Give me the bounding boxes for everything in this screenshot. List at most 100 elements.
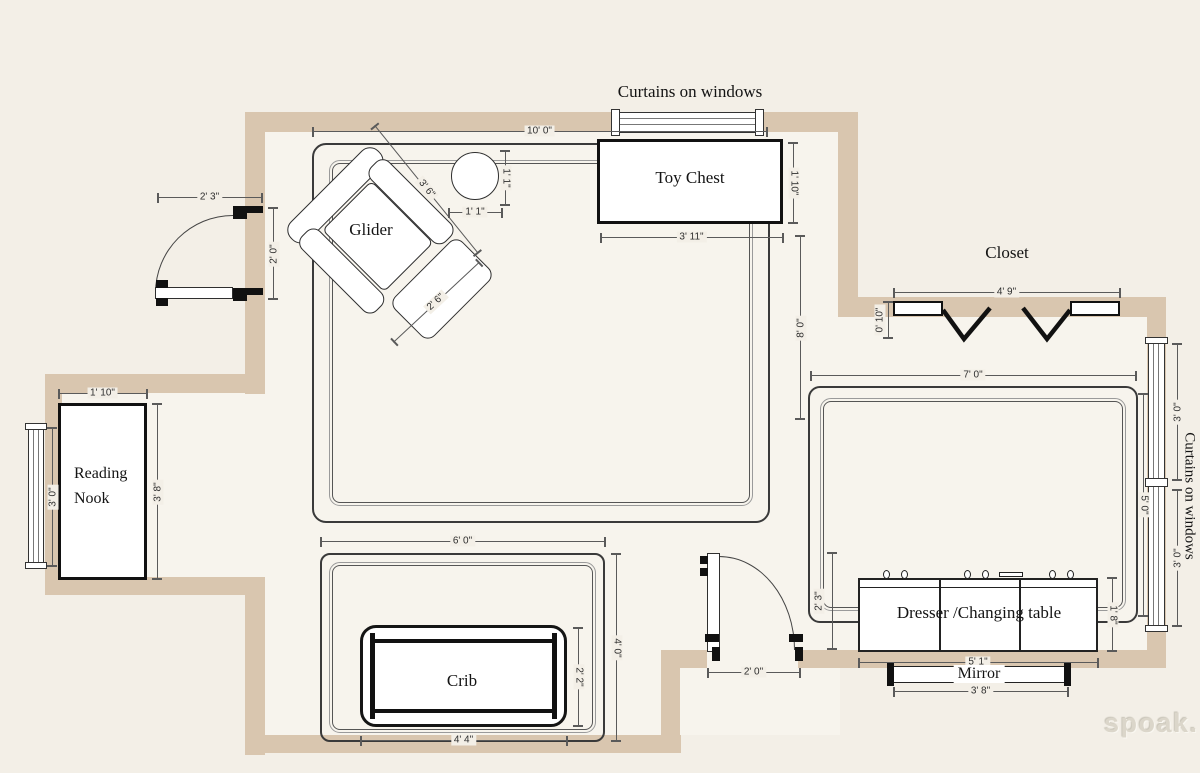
closet-bifold-panel-right bbox=[1070, 301, 1120, 316]
window-right-upper bbox=[1148, 341, 1165, 485]
window-right-cap bbox=[1145, 337, 1168, 344]
dimension-1-8-: 1' 8" bbox=[1107, 577, 1119, 652]
dresser-label: Dresser /Changing table bbox=[896, 603, 1062, 622]
wall-left-lower bbox=[245, 577, 265, 755]
dimension-7-0-: 7' 0" bbox=[810, 369, 1137, 381]
dresser-knob bbox=[964, 570, 971, 579]
dimension-3-11-: 3' 11" bbox=[600, 231, 784, 243]
dresser-knob bbox=[982, 570, 989, 579]
dresser-knob bbox=[1067, 570, 1074, 579]
bottom-door-jamb bbox=[705, 634, 719, 642]
dimension-3-0-: 3' 0" bbox=[1172, 489, 1184, 627]
window-pane-line bbox=[38, 428, 39, 566]
dimension-4-9-: 4' 9" bbox=[893, 286, 1121, 298]
curtains-right-label: Curtains on windows bbox=[1181, 432, 1198, 560]
dimension-8-0-: 8' 0" bbox=[795, 235, 807, 420]
crib-label: Crib bbox=[446, 671, 478, 690]
dimension-1-1-: 1' 1" bbox=[500, 150, 512, 206]
main-rug bbox=[312, 143, 770, 523]
dresser-divider bbox=[939, 580, 941, 650]
main-rug-border bbox=[329, 160, 753, 506]
dresser-knob bbox=[1049, 570, 1056, 579]
left-door-hinge bbox=[156, 298, 168, 306]
window-pane-line bbox=[1158, 487, 1159, 626]
reading-nook-label: Reading Nook bbox=[74, 465, 128, 507]
crib-rail bbox=[375, 639, 552, 643]
window-top bbox=[615, 112, 760, 133]
dimension-2-0-: 2' 0" bbox=[268, 207, 280, 300]
dimension-3-0-: 3' 0" bbox=[47, 427, 59, 567]
bottom-door-jamb bbox=[795, 647, 803, 661]
window-top-cap bbox=[611, 109, 620, 136]
left-door-jamb bbox=[233, 206, 263, 213]
wall-closet-left bbox=[838, 112, 858, 317]
window-pane-line bbox=[617, 118, 758, 119]
bottom-door-hinge bbox=[700, 568, 708, 576]
dimension-6-0-: 6' 0" bbox=[320, 535, 606, 547]
spoak-watermark: spoak. bbox=[1104, 708, 1199, 738]
dimension-3-8-: 3' 8" bbox=[893, 685, 1069, 697]
wall-bottom-mid bbox=[661, 650, 707, 668]
window-left bbox=[28, 426, 44, 568]
dimension-1-1-: 1' 1" bbox=[448, 206, 503, 218]
dimension-2-2-: 2' 2" bbox=[573, 627, 585, 727]
bottom-door-jamb bbox=[789, 634, 803, 642]
left-door-jamb bbox=[233, 288, 263, 295]
wall-left-upper bbox=[245, 112, 265, 394]
left-door-hinge bbox=[156, 280, 168, 288]
dresser-knob bbox=[883, 570, 890, 579]
wall-step bbox=[661, 650, 680, 753]
dimension-4-4-: 4' 4" bbox=[360, 734, 568, 746]
left-door-jamb bbox=[233, 213, 247, 219]
dresser-divider bbox=[1019, 580, 1021, 650]
reading-nook bbox=[58, 403, 147, 580]
closet-bifold-doors bbox=[941, 306, 1072, 343]
dresser-top-line bbox=[860, 587, 1096, 588]
window-pane-line bbox=[1158, 343, 1159, 483]
dresser-knob bbox=[901, 570, 908, 579]
dimension-5-1-: 5' 1" bbox=[858, 656, 1099, 668]
window-pane-line bbox=[1153, 343, 1154, 483]
closet-label: Closet bbox=[985, 243, 1029, 262]
curtains-top-label: Curtains on windows bbox=[617, 82, 763, 101]
dresser-rug-border bbox=[820, 398, 1126, 611]
crib-rail bbox=[370, 633, 375, 719]
wall-alcove-top bbox=[45, 374, 265, 393]
dimension-0-10-: 0' 10" bbox=[874, 301, 893, 339]
window-top-cap bbox=[755, 109, 764, 136]
mirror-end bbox=[1064, 663, 1071, 686]
glider-label: Glider bbox=[349, 220, 393, 239]
window-left-cap bbox=[25, 423, 47, 430]
toy-chest-label: Toy Chest bbox=[655, 168, 725, 187]
dimension-10-0-: 10' 0" bbox=[312, 125, 768, 137]
crib-rail bbox=[375, 709, 552, 713]
window-pane-line bbox=[1153, 487, 1154, 626]
dimension-1-10-: 1' 10" bbox=[58, 387, 148, 399]
crib bbox=[360, 625, 567, 727]
closet-bifold-panel-left bbox=[893, 301, 943, 316]
dresser-handle bbox=[999, 572, 1023, 577]
toy-chest bbox=[597, 139, 783, 224]
window-right-lower bbox=[1148, 485, 1165, 628]
dimension-3-0-: 3' 0" bbox=[1172, 343, 1184, 481]
side-table bbox=[451, 152, 499, 200]
window-right-cap bbox=[1145, 625, 1168, 632]
window-right-cap bbox=[1145, 478, 1168, 487]
left-door-leaf bbox=[155, 287, 233, 299]
dresser bbox=[858, 578, 1098, 652]
mirror-end bbox=[887, 663, 894, 686]
dimension-5-0-: 5' 0" bbox=[1138, 393, 1150, 617]
dimension-2-0-: 2' 0" bbox=[707, 666, 801, 678]
bottom-door-jamb bbox=[712, 647, 720, 661]
crib-rail bbox=[552, 633, 557, 719]
left-door-jamb bbox=[233, 295, 247, 301]
mirror-label: Mirror bbox=[953, 665, 1005, 683]
bottom-door-hinge bbox=[700, 556, 708, 564]
window-left-cap bbox=[25, 562, 47, 569]
window-pane-line bbox=[33, 428, 34, 566]
dimension-2-3-: 2' 3" bbox=[157, 191, 263, 203]
dimension-1-10-: 1' 10" bbox=[788, 142, 800, 224]
dimension-3-8-: 3' 8" bbox=[152, 403, 164, 580]
window-pane-line bbox=[617, 124, 758, 125]
